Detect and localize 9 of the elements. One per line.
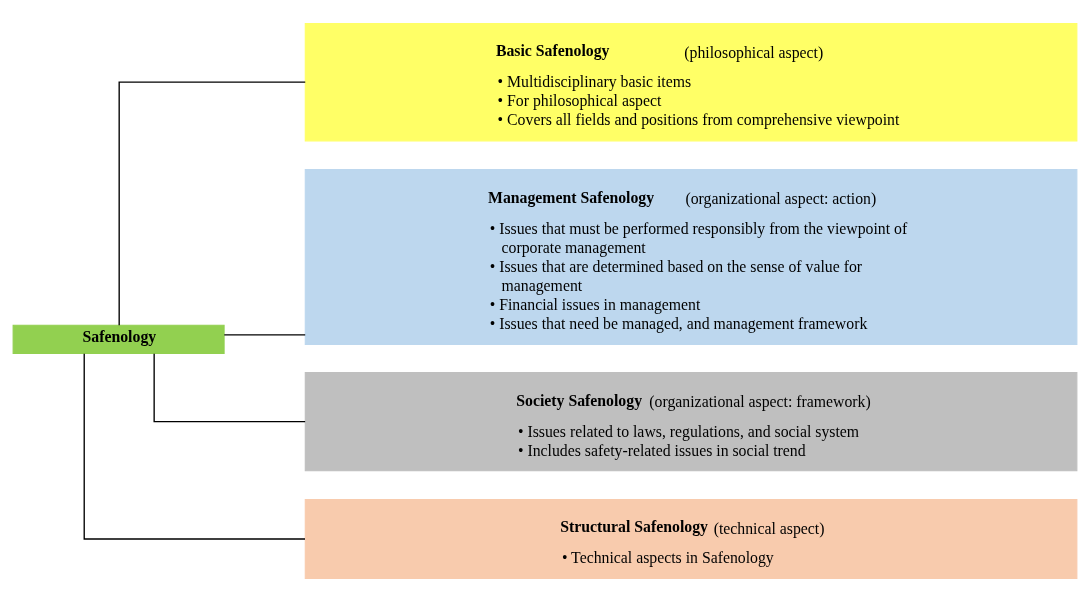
node-box: Management Safenology (organizational aspect: action) • Issues that must be performed responsibly from the viewpoint of corporate management • Issues that are determined based on the sense of value for management • Financial issues in management • Issues that need be managed, and management framework [304,168,1078,345]
node-box: Basic Safenology (philosophical aspect) • Multidisciplinary basic items • For philosophical aspect • Covers all fields and positions from comprehensive viewpoint [304,22,1078,141]
connector [223,333,306,335]
node-box: Structural Safenology (technical aspect) • Technical aspects in Safenology [304,498,1078,579]
node-box: Society Safenology (organizational aspect: framework) • Issues related to laws, regulations, and social system • Includes safety-related issues in social trend [304,371,1078,471]
connector [83,352,306,540]
connector [118,81,306,326]
node-box: Safenology [12,324,225,354]
connector [153,352,306,422]
